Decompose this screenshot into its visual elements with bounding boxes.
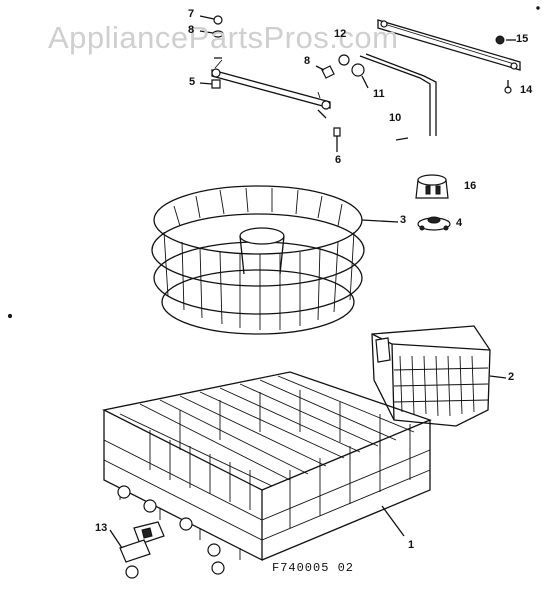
callout-5: 5 bbox=[189, 76, 196, 88]
part-12-roller bbox=[338, 54, 350, 66]
callout-4: 4 bbox=[456, 217, 463, 229]
callout-6: 6 bbox=[335, 154, 342, 166]
part-13-rack-wheel-set bbox=[109, 521, 165, 579]
watermark: AppliancePartsPros.com bbox=[48, 20, 399, 55]
callout-15: 15 bbox=[516, 33, 529, 45]
part-6-screw bbox=[333, 127, 341, 152]
stray-mark bbox=[536, 6, 540, 10]
part-1-lower-rack bbox=[102, 371, 432, 575]
part-8-clip-center bbox=[315, 65, 335, 79]
callout-13: 13 bbox=[95, 522, 108, 534]
callout-11: 11 bbox=[373, 88, 385, 100]
callout-8-center: 8 bbox=[304, 55, 311, 67]
callout-10: 10 bbox=[389, 112, 402, 124]
part-7-screw bbox=[199, 15, 223, 25]
part-5-stop bbox=[199, 79, 221, 89]
part-14-stop bbox=[504, 80, 512, 94]
diagram-code: F740005 02 bbox=[272, 561, 355, 575]
callout-3: 3 bbox=[400, 214, 407, 226]
callout-2: 2 bbox=[508, 371, 515, 383]
callout-12: 12 bbox=[334, 28, 347, 40]
stray-mark bbox=[7, 313, 13, 319]
upper-rail-right bbox=[377, 19, 521, 71]
callout-1: 1 bbox=[408, 539, 415, 551]
part-15-cap bbox=[495, 35, 516, 45]
part-4-hub-base bbox=[417, 216, 451, 231]
part-11-roller bbox=[351, 63, 369, 89]
part-2-silverware-basket bbox=[371, 325, 507, 427]
part-10-arm bbox=[359, 53, 437, 141]
callout-8-left: 8 bbox=[188, 24, 195, 36]
callout-14: 14 bbox=[520, 84, 533, 96]
callout-7: 7 bbox=[188, 8, 195, 20]
upper-rail-left bbox=[211, 57, 331, 119]
part-8-clip-left bbox=[199, 30, 224, 38]
part-16-hub bbox=[415, 174, 449, 199]
callout-16: 16 bbox=[464, 180, 477, 192]
part-3-round-basket bbox=[151, 185, 399, 335]
